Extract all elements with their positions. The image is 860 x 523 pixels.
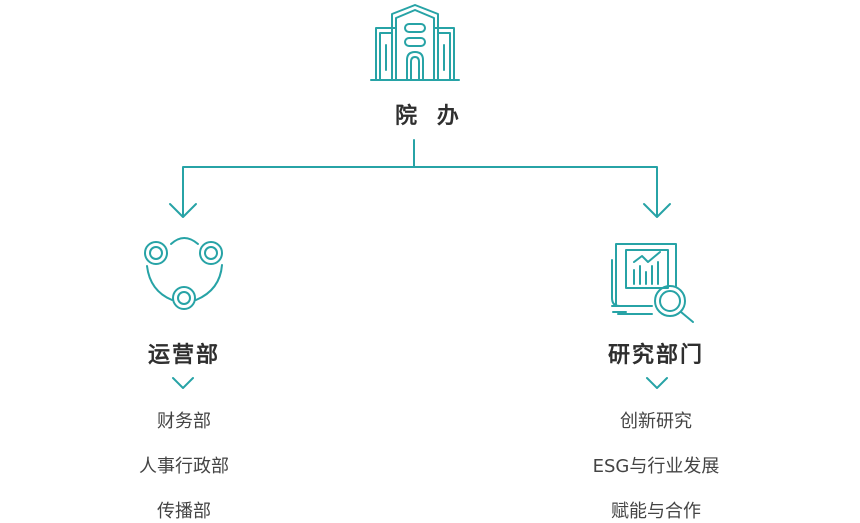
dept-research-item: 赋能与合作 xyxy=(611,501,701,522)
arrow-right xyxy=(643,203,671,218)
dept-operations-item: 人事行政部 xyxy=(139,456,229,477)
building-icon xyxy=(370,4,460,81)
chevron-down-icon xyxy=(172,377,194,389)
root-node-label: 院 办 xyxy=(395,104,465,129)
report-magnifier-icon xyxy=(611,243,694,323)
dept-research-title: 研究部门 xyxy=(607,343,704,368)
dept-operations-title: 运营部 xyxy=(147,343,220,368)
dept-research-item: 创新研究 xyxy=(620,411,692,432)
cycle-nodes-icon xyxy=(144,237,223,310)
dept-operations-item: 财务部 xyxy=(157,411,211,432)
chevron-down-icon xyxy=(646,377,668,389)
dept-operations-item: 传播部 xyxy=(157,501,211,522)
dept-research-item: ESG与行业发展 xyxy=(592,456,720,477)
tree-connectors xyxy=(169,139,671,218)
arrow-left xyxy=(169,203,197,218)
